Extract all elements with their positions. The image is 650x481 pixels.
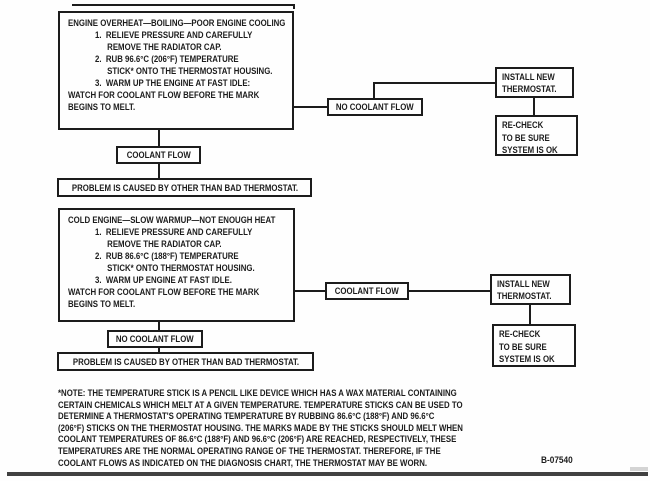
connector-line bbox=[294, 106, 327, 108]
overheat-step-2: 2. RUB 96.6°C (206°F) TEMPERATURE STICK*… bbox=[95, 54, 273, 76]
cold-engine-box-title: COLD ENGINE—SLOW WARMUP—NOT ENOUGH HEAT bbox=[68, 215, 276, 225]
overheat-no-coolant-flow-box: NO COOLANT FLOW bbox=[327, 98, 423, 116]
temperature-stick-footnote: *NOTE: THE TEMPERATURE STICK IS A PENCIL… bbox=[58, 388, 463, 468]
overheat-coolant-flow-box: COOLANT FLOW bbox=[116, 146, 201, 164]
cold-engine-steps: 1. RELIEVE PRESSURE AND CAREFULLY REMOVE… bbox=[95, 226, 285, 286]
overheat-box-title: ENGINE OVERHEAT—BOILING—POOR ENGINE COOL… bbox=[68, 18, 286, 28]
connector-line bbox=[158, 164, 160, 178]
cold-engine-problem-other-label: PROBLEM IS CAUSED BY OTHER THAN BAD THER… bbox=[72, 356, 299, 367]
overheat-recheck-label: RE-CHECK TO BE SURE SYSTEM IS OK bbox=[502, 120, 558, 155]
cold-engine-coolant-flow-label: COOLANT FLOW bbox=[335, 286, 399, 296]
connector-line bbox=[529, 305, 531, 324]
figure-code: B-07540 bbox=[541, 455, 573, 466]
connector-line bbox=[158, 322, 160, 330]
cold-engine-procedure-box: COLD ENGINE—SLOW WARMUP—NOT ENOUGH HEAT … bbox=[58, 208, 295, 322]
overheat-step-1: 1. RELIEVE PRESSURE AND CAREFULLY REMOVE… bbox=[95, 30, 253, 52]
connector-line bbox=[373, 82, 495, 84]
cold-engine-problem-other-box: PROBLEM IS CAUSED BY OTHER THAN BAD THER… bbox=[57, 352, 314, 371]
cold-engine-step-3: 3. WARM UP ENGINE AT FAST IDLE. bbox=[95, 275, 232, 285]
overheat-steps: 1. RELIEVE PRESSURE AND CAREFULLY REMOVE… bbox=[95, 29, 284, 89]
overheat-procedure-box: ENGINE OVERHEAT—BOILING—POOR ENGINE COOL… bbox=[58, 11, 294, 130]
overheat-problem-other-box: PROBLEM IS CAUSED BY OTHER THAN BAD THER… bbox=[57, 178, 312, 197]
connector-line bbox=[409, 290, 490, 292]
cold-engine-no-coolant-flow-label: NO COOLANT FLOW bbox=[116, 334, 194, 344]
cold-engine-watch-note: WATCH FOR COOLANT FLOW BEFORE THE MARK B… bbox=[68, 287, 260, 309]
overheat-problem-other-label: PROBLEM IS CAUSED BY OTHER THAN BAD THER… bbox=[71, 182, 298, 193]
overheat-recheck-box: RE-CHECK TO BE SURE SYSTEM IS OK bbox=[495, 115, 578, 156]
overheat-install-thermostat-box: INSTALL NEW THERMOSTAT. bbox=[495, 67, 574, 98]
cold-engine-recheck-box: RE-CHECK TO BE SURE SYSTEM IS OK bbox=[492, 324, 576, 367]
cold-engine-step-2: 2. RUB 86.6°C (188°F) TEMPERATURE STICK*… bbox=[95, 251, 255, 273]
overheat-watch-note: WATCH FOR COOLANT FLOW BEFORE THE MARK B… bbox=[68, 90, 260, 112]
connector-line bbox=[295, 290, 325, 292]
cold-engine-install-thermostat-box: INSTALL NEW THERMOSTAT. bbox=[490, 274, 571, 305]
top-rule bbox=[72, 4, 295, 6]
overheat-install-thermostat-label: INSTALL NEW THERMOSTAT. bbox=[502, 72, 557, 94]
connector-line bbox=[373, 82, 375, 98]
overheat-no-coolant-flow-label: NO COOLANT FLOW bbox=[336, 102, 414, 112]
bottom-rule-highlight bbox=[630, 467, 648, 471]
cold-engine-coolant-flow-box: COOLANT FLOW bbox=[325, 282, 409, 300]
bottom-rule bbox=[7, 472, 648, 476]
cold-engine-install-thermostat-label: INSTALL NEW THERMOSTAT. bbox=[497, 279, 552, 301]
cold-engine-no-coolant-flow-box: NO COOLANT FLOW bbox=[107, 330, 203, 348]
connector-line bbox=[158, 130, 160, 146]
cold-engine-step-1: 1. RELIEVE PRESSURE AND CAREFULLY REMOVE… bbox=[95, 227, 253, 249]
overheat-step-3: 3. WARM UP THE ENGINE AT FAST IDLE: bbox=[95, 78, 251, 88]
connector-line bbox=[533, 98, 535, 115]
top-rule-tick bbox=[293, 4, 295, 9]
connector-line bbox=[158, 348, 160, 352]
overheat-coolant-flow-label: COOLANT FLOW bbox=[126, 150, 191, 160]
cold-engine-recheck-label: RE-CHECK TO BE SURE SYSTEM IS OK bbox=[499, 329, 555, 364]
